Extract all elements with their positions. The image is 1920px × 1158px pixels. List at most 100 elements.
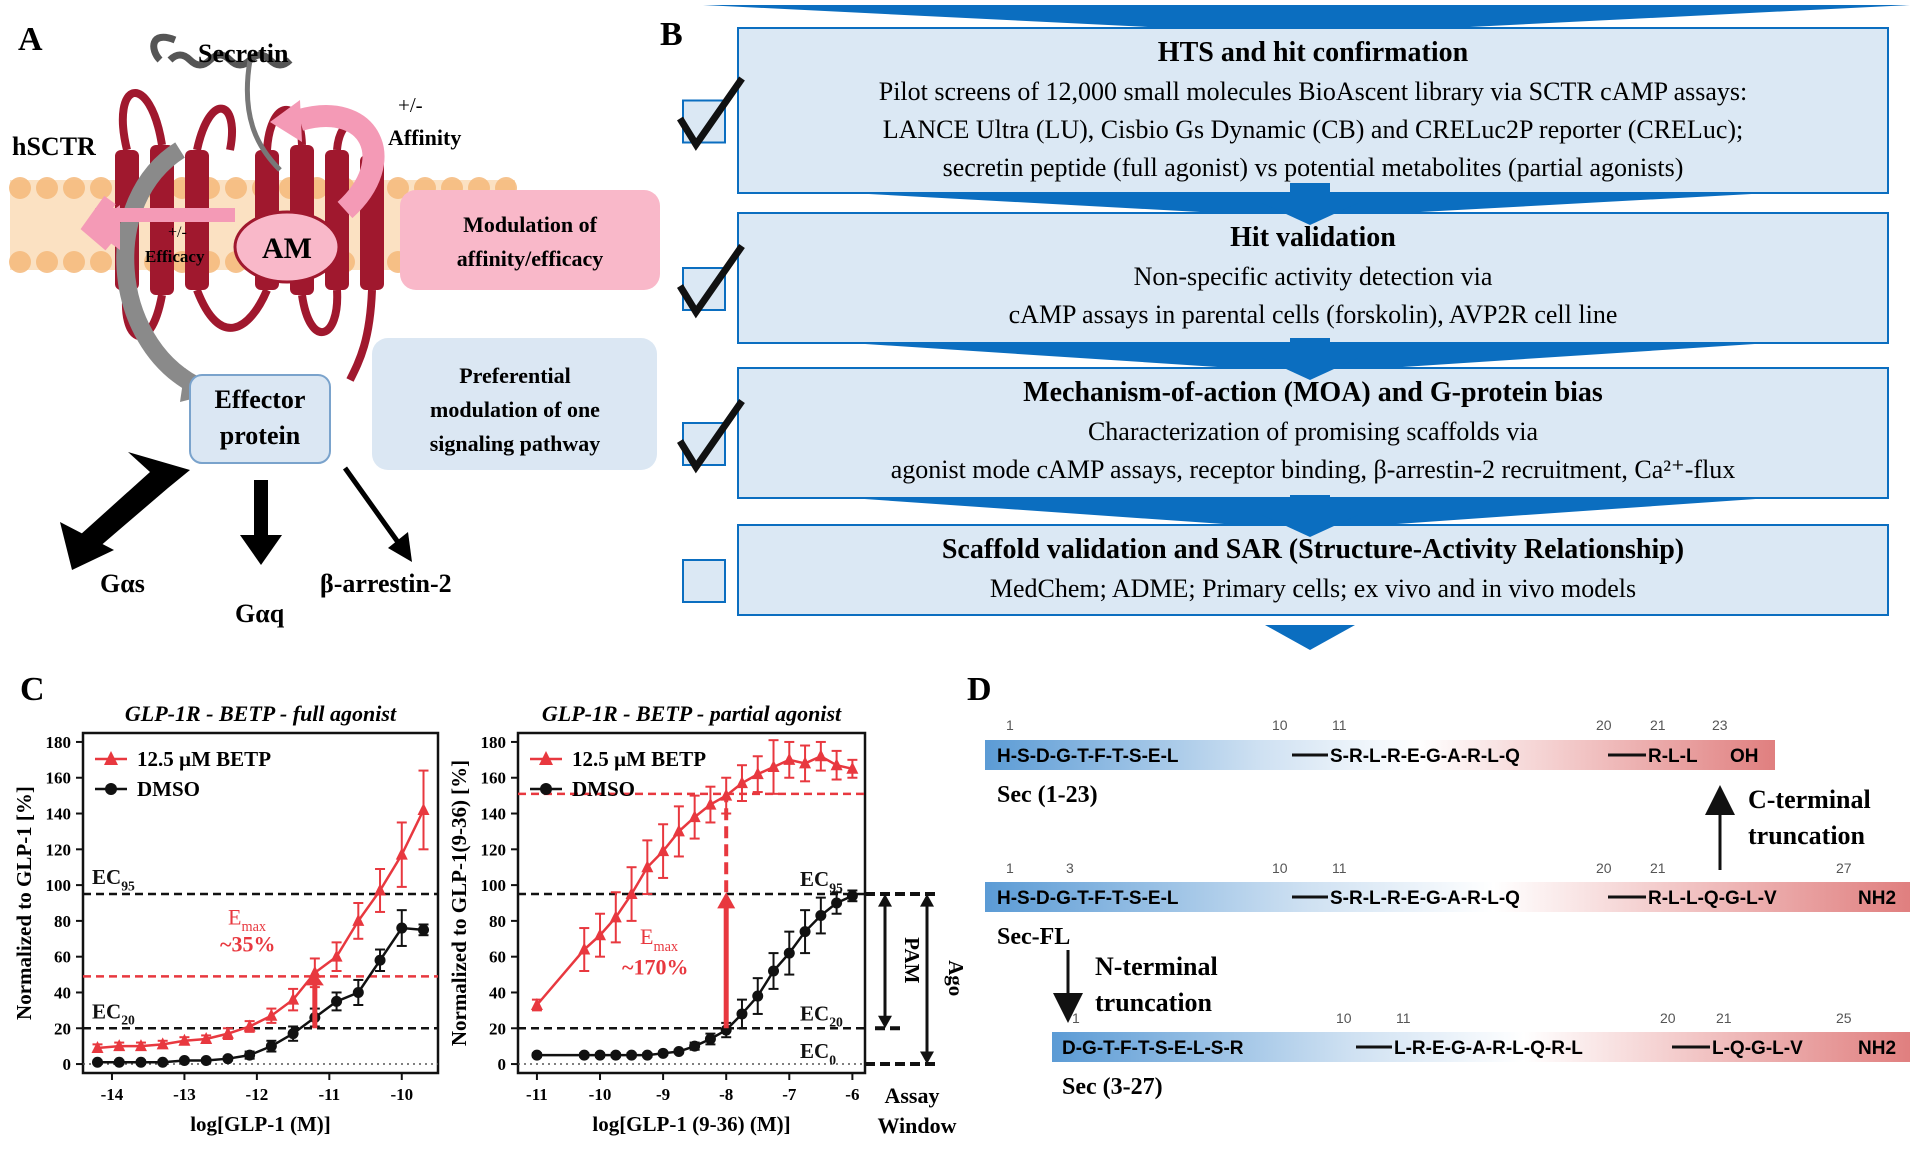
sec-1-23-n1: 1	[1006, 717, 1014, 733]
emax-value: ~170%	[622, 955, 688, 980]
legend-marker	[104, 751, 118, 765]
sec-3-27-n25: 25	[1836, 1010, 1852, 1026]
gas-label: Gαs	[100, 569, 145, 598]
y-axis-label: Normalized to GLP-1 [%]	[12, 786, 36, 1020]
x-tick-label: -7	[782, 1085, 797, 1104]
ec20-label: EC20	[92, 999, 135, 1027]
lipid-head	[63, 177, 85, 199]
sec-fl-bar	[985, 882, 1910, 912]
assay-window-line2: Window	[877, 1113, 956, 1138]
sec-3-27-n20: 20	[1660, 1010, 1676, 1026]
legend-marker	[105, 783, 117, 795]
data-point	[594, 928, 607, 941]
data-point	[768, 965, 780, 977]
data-point	[673, 1046, 685, 1058]
lipid-head	[63, 251, 85, 273]
data-point	[751, 767, 764, 780]
data-point	[200, 1054, 212, 1066]
stage-down-arrow-stem	[1290, 495, 1330, 517]
x-axis-label: log[GLP-1 (M)]	[190, 1112, 331, 1136]
data-point	[330, 949, 343, 962]
affinity-label: Affinity	[388, 125, 461, 150]
pref-line3: signaling pathway	[430, 431, 601, 456]
y-tick-label: 80	[54, 912, 71, 931]
emax-red-arrowhead	[717, 892, 736, 909]
data-point	[688, 810, 701, 823]
gaq-label: Gαq	[235, 599, 285, 628]
plot-frame	[516, 731, 867, 1075]
y-tick-label: 60	[54, 948, 71, 967]
modulation-line2: affinity/efficacy	[457, 246, 604, 271]
data-point	[308, 965, 321, 978]
pam-arrowhead-down	[878, 1015, 892, 1029]
data-point	[178, 1054, 190, 1066]
legend-label: DMSO	[137, 777, 200, 801]
x-tick-label: -12	[246, 1085, 269, 1104]
y-tick-label: 100	[481, 876, 507, 895]
data-point	[417, 802, 430, 815]
data-point	[374, 954, 386, 966]
ago-label: Ago	[944, 960, 968, 996]
ec95-label: EC95	[92, 865, 135, 893]
data-point	[243, 1019, 256, 1032]
y-tick-label: 140	[46, 805, 72, 824]
chart-title: GLP-1R - BETP - partial agonist	[542, 701, 842, 726]
secretin-tail	[244, 59, 282, 172]
sec-fl-n10: 10	[1272, 860, 1288, 876]
sec-1-23-label: Sec (1-23)	[997, 782, 1098, 808]
stage-title: Mechanism-of-action (MOA) and G-protein …	[1023, 377, 1603, 408]
data-point	[783, 947, 795, 959]
data-point	[641, 1049, 653, 1061]
data-point	[530, 998, 543, 1010]
ec95-label: EC95	[800, 867, 843, 895]
efficacy-label: Efficacy	[145, 247, 205, 266]
ago-arrowhead-up	[920, 894, 934, 907]
sec-fl-n21: 21	[1650, 860, 1666, 876]
data-point	[657, 1047, 669, 1059]
sec-fl-n20: 20	[1596, 860, 1612, 876]
chart-title: GLP-1R - BETP - full agonist	[125, 701, 397, 726]
data-point	[799, 756, 812, 769]
stage-line: MedChem; ADME; Primary cells; ex vivo an…	[990, 574, 1636, 603]
sec-fl-cterm: NH2	[1858, 888, 1896, 909]
data-point	[91, 1040, 104, 1053]
stage-line: secretin peptide (full agonist) vs poten…	[943, 153, 1684, 182]
sec-1-23-n21: 21	[1650, 717, 1666, 733]
data-point	[815, 910, 827, 922]
sec-3-27-n21: 21	[1716, 1010, 1732, 1026]
data-point	[352, 913, 365, 926]
data-point	[287, 1028, 299, 1040]
panel-a-letter: A	[18, 21, 43, 58]
sec-fl-n1: 1	[1006, 860, 1014, 876]
modulation-line1: Modulation of	[463, 212, 598, 237]
data-point	[178, 1033, 191, 1046]
x-tick-label: -11	[526, 1085, 548, 1104]
pref-line1: Preferential	[459, 363, 571, 388]
sec-fl-row: 1 3 10 11 20 21 27 H-S-D-G-T-F-T-S-E-L S…	[985, 860, 1910, 950]
y-tick-label: 80	[489, 912, 506, 931]
panel-c-letter: C	[20, 671, 45, 708]
legend-marker	[539, 751, 553, 765]
data-point	[135, 1056, 147, 1068]
pam-label: PAM	[900, 937, 924, 983]
sec-1-23-n10: 10	[1272, 717, 1288, 733]
data-point	[374, 883, 387, 896]
x-tick-label: -8	[719, 1085, 733, 1104]
data-point	[752, 990, 764, 1002]
stage-line: Characterization of promising scaffolds …	[1088, 417, 1539, 446]
barr-arrowhead	[388, 532, 412, 562]
stage-down-arrow-stem	[1290, 183, 1330, 205]
sec-fl-n11: 11	[1332, 860, 1347, 876]
sec-1-23-n11: 11	[1332, 717, 1347, 733]
data-point	[244, 1049, 256, 1061]
stage-4: Scaffold validation and SAR (Structure-A…	[682, 495, 1889, 616]
sec-3-27-n10: 10	[1336, 1010, 1352, 1026]
chart-full-agonist: GLP-1R - BETP - full agonist020406080100…	[12, 701, 440, 1136]
data-point	[783, 752, 796, 765]
y-tick-label: 120	[481, 840, 507, 859]
y-tick-label: 0	[63, 1055, 72, 1074]
checkmark-icon	[677, 398, 745, 474]
sec-3-27-label: Sec (3-27)	[1062, 1074, 1163, 1100]
